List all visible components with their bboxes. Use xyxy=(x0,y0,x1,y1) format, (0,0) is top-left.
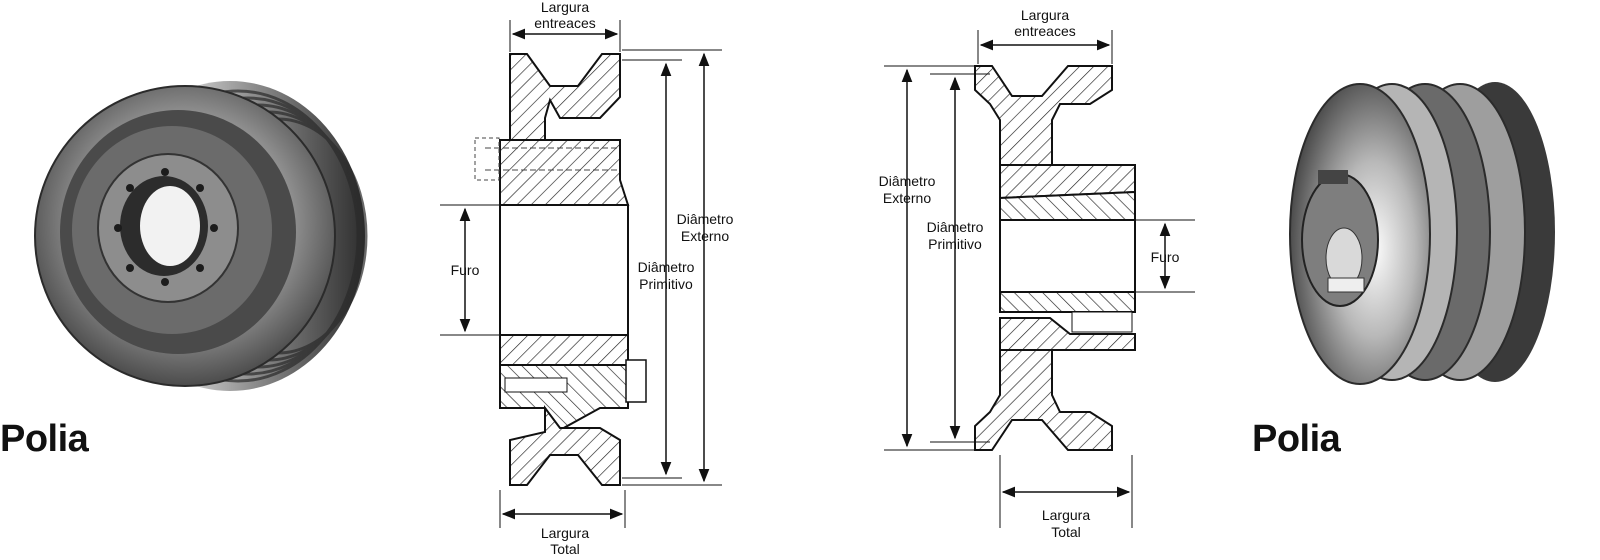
left-largura-total-line2: Total xyxy=(550,541,580,555)
right-diametro-externo-line2: Externo xyxy=(883,190,931,206)
right-largura-entreaces-line1: Largura xyxy=(1021,7,1069,23)
right-largura-total-line1: Largura xyxy=(1042,507,1090,523)
right-furo-label: Furo xyxy=(1151,249,1180,265)
left-diametro-externo-line2: Externo xyxy=(681,228,729,244)
left-diametro-primitivo-line1: Diâmetro xyxy=(638,259,695,275)
right-largura-entreaces-line2: entreaces xyxy=(1014,23,1075,39)
pulley-photo-right xyxy=(1289,82,1555,385)
title-polia-left: Polia xyxy=(0,418,89,460)
pulley-photo-left xyxy=(34,81,368,391)
right-diametro-externo-line1: Diâmetro xyxy=(879,173,936,189)
left-diametro-externo-line1: Diâmetro xyxy=(677,211,734,227)
left-furo-label: Furo xyxy=(451,262,480,278)
right-diametro-primitivo-line2: Primitivo xyxy=(928,236,982,252)
section-drawing-left xyxy=(440,20,722,528)
section-drawing-right xyxy=(884,30,1195,528)
left-largura-total-line1: Largura xyxy=(541,525,589,541)
right-largura-total-line2: Total xyxy=(1051,524,1081,540)
left-diametro-primitivo-line2: Primitivo xyxy=(639,276,693,292)
left-largura-entreaces-line1: Largura xyxy=(541,0,589,15)
right-diametro-primitivo-line1: Diâmetro xyxy=(927,219,984,235)
title-polia-right: Polia xyxy=(1252,418,1341,460)
left-largura-entreaces-line2: entreaces xyxy=(534,15,595,31)
